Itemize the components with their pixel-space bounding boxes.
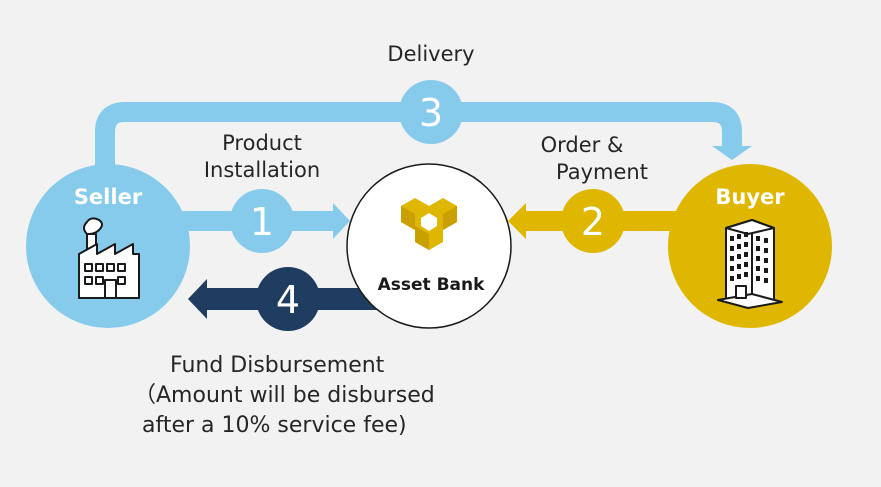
step-2-number: 2 (581, 200, 605, 244)
fund-label-line-3: after a 10% service fee) (142, 413, 407, 438)
delivery-label: Delivery (387, 42, 474, 66)
step-3-number: 3 (419, 91, 443, 135)
factory-icon (78, 217, 140, 299)
step-3-badge (399, 80, 463, 144)
asset-bank-label: Asset Bank (378, 275, 486, 295)
seller-node (26, 164, 190, 328)
order-arrow-head (508, 203, 526, 239)
office-building-icon (717, 219, 783, 309)
fund-label-line-1: Fund Disbursement (170, 353, 385, 378)
order-label-line-1: Order & (541, 133, 624, 157)
step-4-number: 4 (276, 278, 300, 322)
installation-label-line-1: Product (222, 131, 302, 155)
delivery-arrow-head (712, 146, 752, 160)
installation-arrow-head (333, 203, 350, 239)
order-label-line-2: Payment (556, 160, 648, 184)
installation-label-line-2: Installation (204, 158, 320, 182)
asset-bank-logo-icon (401, 198, 457, 250)
step-2-badge (561, 189, 625, 253)
fund-label-line-2: （Amount will be disbursed (134, 383, 435, 408)
buyer-label: Buyer (715, 185, 785, 209)
disbursement-arrow-head (188, 279, 207, 319)
seller-label: Seller (74, 185, 143, 209)
step-4-badge (256, 267, 320, 331)
step-1-number: 1 (250, 200, 274, 244)
step-1-badge (230, 189, 294, 253)
